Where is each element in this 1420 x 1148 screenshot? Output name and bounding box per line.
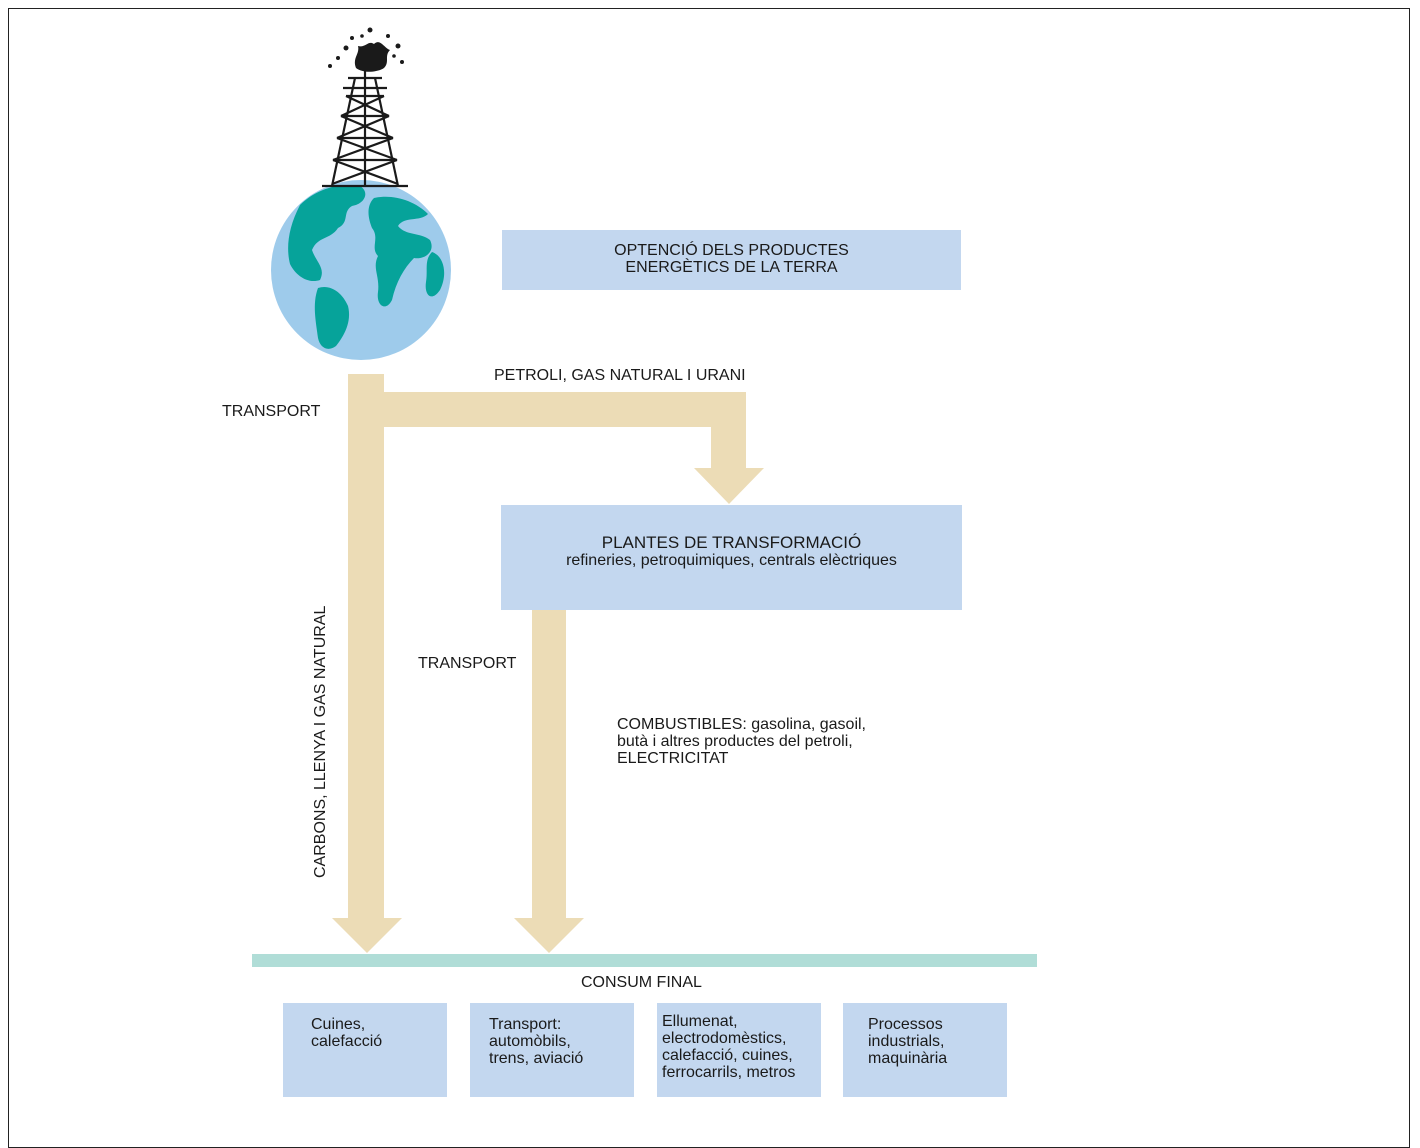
consum-box-ellumenat-line-1: Ellumenat, (662, 1013, 738, 1030)
flow-arrow-petroli (384, 392, 764, 504)
consum-box-processos: Processos industrials, maquinària (843, 1003, 1007, 1097)
label-transport-left: TRANSPORT (222, 403, 321, 420)
box-plantes-title: PLANTES DE TRANSFORMACIÓ (601, 533, 862, 552)
flow-arrows (332, 374, 764, 953)
oil-gush-icon (328, 27, 404, 72)
label-combustibles-line-3: ELECTRICITAT (617, 750, 729, 767)
consum-box-ellumenat-line-2: electrodomèstics, (662, 1030, 787, 1047)
label-consum-final: CONSUM FINAL (581, 974, 702, 991)
box-plantes: PLANTES DE TRANSFORMACIÓ refineries, pet… (501, 505, 962, 610)
consum-box-transport-line-2: automòbils, (489, 1033, 571, 1050)
consum-box-ellumenat-line-3: calefacció, cuines, (662, 1047, 793, 1064)
consum-box-cuines-line-2: calefacció (311, 1033, 383, 1050)
consum-box-transport: Transport: automòbils, trens, aviació (470, 1003, 634, 1097)
consum-box-transport-line-1: Transport: (489, 1016, 562, 1033)
box-obtencio-line-1: OPTENCIÓ DELS PRODUCTES (614, 242, 849, 259)
consum-box-transport-line-3: trens, aviació (489, 1050, 584, 1067)
label-combustibles-line-2: butà i altres productes del petroli, (617, 733, 853, 750)
consum-final-line (252, 954, 1037, 967)
box-obtencio-line-2: ENERGÈTICS DE LA TERRA (625, 259, 838, 276)
consum-box-ellumenat-line-4: ferrocarrils, metros (662, 1064, 796, 1081)
label-carbons: CARBONS, LLENYA I GAS NATURAL (312, 605, 329, 878)
flow-arrow-combustibles (514, 610, 584, 953)
label-combustibles-line-1: COMBUSTIBLES: gasolina, gasoil, (617, 716, 866, 733)
label-petroli: PETROLI, GAS NATURAL I URANI (494, 367, 746, 384)
box-plantes-subtitle: refineries, petroquimiques, centrals elè… (566, 552, 897, 569)
flow-arrow-carbons (332, 374, 402, 953)
globe-icon (271, 180, 451, 360)
label-transport-mid: TRANSPORT (418, 655, 517, 672)
box-obtencio: OPTENCIÓ DELS PRODUCTES ENERGÈTICS DE LA… (502, 230, 961, 290)
consum-box-processos-line-1: Processos (868, 1016, 943, 1033)
consum-box-cuines: Cuines, calefacció (283, 1003, 447, 1097)
consum-box-cuines-line-1: Cuines, (311, 1016, 366, 1033)
consum-box-processos-line-2: industrials, (868, 1033, 945, 1050)
consum-box-ellumenat: Ellumenat, electrodomèstics, calefacció,… (657, 1003, 821, 1097)
oil-derrick-icon (322, 60, 408, 188)
label-combustibles: COMBUSTIBLES: gasolina, gasoil, butà i a… (617, 716, 866, 767)
consum-box-processos-line-3: maquinària (868, 1050, 948, 1067)
